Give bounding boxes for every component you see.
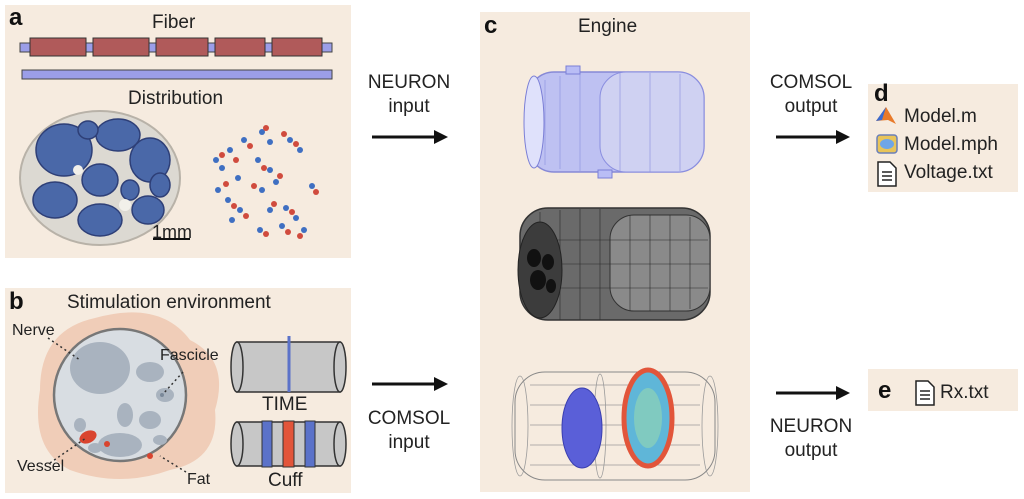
panel-label-a: a xyxy=(9,4,23,31)
file-model-mph: Model.mph xyxy=(904,134,998,155)
fiber-graphic xyxy=(19,37,333,80)
panel-label-b: b xyxy=(9,288,24,315)
fiber-title: Fiber xyxy=(152,12,196,33)
engine-render-blue-cuff xyxy=(523,65,705,179)
neuron-input-label-2: input xyxy=(388,96,430,117)
time-electrode xyxy=(230,336,347,393)
nerve-histology-image xyxy=(19,110,190,246)
fat-label: Fat xyxy=(187,471,211,488)
scale-bar-label: 1mm xyxy=(152,222,192,242)
rx-text-file-icon xyxy=(915,380,935,406)
comsol-input-label-2: input xyxy=(388,432,430,453)
distribution-title: Distribution xyxy=(128,88,224,109)
axon-distribution-dots xyxy=(213,125,319,239)
panel-e xyxy=(868,369,1018,411)
comsol-icon xyxy=(876,134,898,154)
panel-label-c: c xyxy=(484,12,498,39)
nerve-label: Nerve xyxy=(12,322,55,339)
nerve-cross-section xyxy=(38,312,220,479)
arrow-comsol-output xyxy=(776,130,850,144)
neuron-input-label-1: NEURON xyxy=(367,72,451,93)
neuron-output-label-1: NEURON xyxy=(769,416,853,437)
vessel-label: Vessel xyxy=(17,458,65,475)
comsol-output-label-1: COMSOL xyxy=(769,72,853,93)
arrow-neuron-input xyxy=(372,130,448,144)
matlab-icon xyxy=(876,107,896,124)
panel-label-d: d xyxy=(874,80,889,107)
arrow-neuron-output xyxy=(776,386,850,400)
engine-render-mesh xyxy=(517,207,711,321)
time-label: TIME xyxy=(262,394,308,415)
fascicle-label: Fascicle xyxy=(160,347,219,364)
file-model-m: Model.m xyxy=(904,106,977,127)
file-voltage-txt: Voltage.txt xyxy=(904,162,993,183)
comsol-input-label-1: COMSOL xyxy=(367,408,451,429)
cuff-electrode xyxy=(230,420,347,468)
arrow-comsol-input xyxy=(372,377,448,391)
panel-label-e: e xyxy=(878,377,892,404)
stimulation-environment-title: Stimulation environment xyxy=(67,292,271,313)
comsol-output-label-2: output xyxy=(784,96,838,117)
engine-title: Engine xyxy=(578,16,638,37)
file-rx-txt: Rx.txt xyxy=(940,382,989,403)
cuff-label: Cuff xyxy=(268,470,303,491)
engine-render-fields xyxy=(511,367,719,481)
neuron-output-label-2: output xyxy=(784,440,838,461)
text-file-icon xyxy=(877,161,897,187)
